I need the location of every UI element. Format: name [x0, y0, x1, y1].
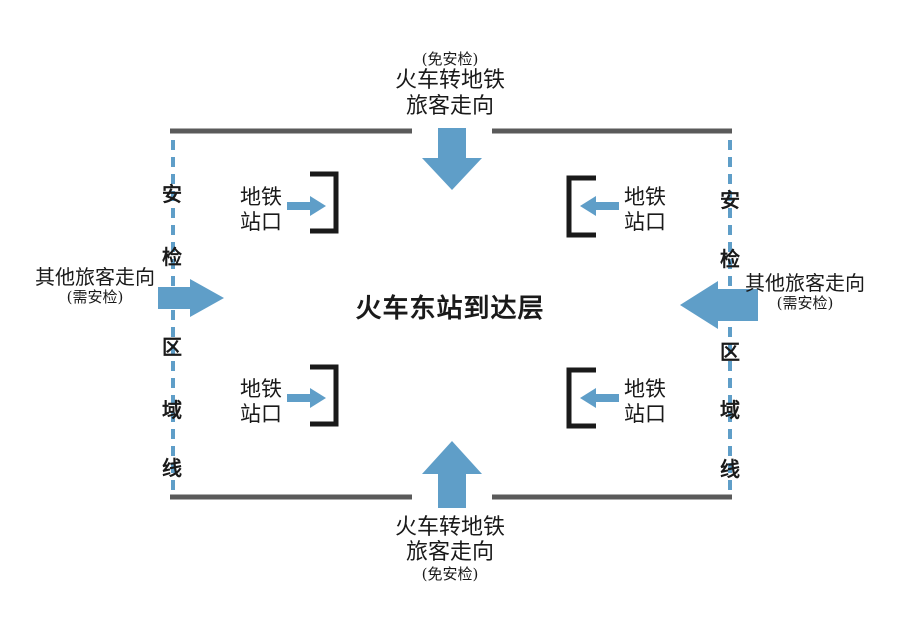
station-label-bottom-left: 地铁 站口 [236, 377, 286, 427]
right-security-char-1: 安 [720, 188, 740, 212]
station-label-line2: 站口 [240, 210, 282, 235]
right-entry-line1: 其他旅客走向 [745, 271, 865, 295]
left-security-char-3: 区 [162, 335, 182, 359]
bottom-entry-line1: 火车转地铁 [394, 515, 505, 540]
bottom-entry-line2: 旅客走向 [405, 540, 494, 566]
top-entry-line1: 火车转地铁 [394, 68, 505, 94]
station-label-line2: 站口 [624, 402, 666, 427]
station-arrow-top-right [580, 196, 619, 216]
left-entry-label: 其他旅客走向 (需安检) [30, 266, 160, 306]
right-security-char-5: 线 [720, 457, 740, 481]
bottom-entry-note: (免安检) [421, 564, 479, 583]
station-label-bottom-right: 地铁 站口 [620, 377, 670, 427]
bottom-entry-label: 火车转地铁 旅客走向 (免安检) [375, 515, 525, 583]
station-arrow-top-left [287, 196, 326, 216]
station-label-top-right: 地铁 站口 [620, 185, 670, 235]
top-entry-line2: 旅客走向 [405, 93, 494, 119]
right-security-char-2: 检 [720, 247, 740, 271]
station-arrow-bottom-right [580, 388, 619, 408]
right-security-char-3: 区 [720, 340, 740, 364]
station-label-top-left: 地铁 站口 [236, 185, 286, 235]
station-arrow-bottom-left [287, 388, 326, 408]
left-security-char-1: 安 [162, 182, 182, 206]
station-label-line1: 地铁 [624, 185, 666, 209]
left-security-char-4: 域 [162, 398, 182, 422]
left-security-char-5: 线 [162, 456, 182, 480]
station-bracket-bottom-right [566, 367, 596, 429]
top-arrow-down [422, 128, 482, 190]
bottom-arrow-up [422, 441, 482, 508]
left-entry-line1: 其他旅客走向 [35, 265, 155, 289]
right-security-char-4: 域 [720, 398, 740, 422]
right-entry-note: (需安检) [776, 294, 834, 312]
left-security-char-2: 检 [162, 245, 182, 269]
top-entry-note: (免安检) [421, 50, 479, 68]
left-arrow-right [158, 279, 224, 317]
diagram-title: 火车东站到达层 [355, 294, 545, 324]
top-entry-label: (免安检) 火车转地铁 旅客走向 [375, 50, 525, 119]
station-label-line2: 站口 [240, 402, 282, 427]
station-label-line2: 站口 [624, 210, 666, 235]
station-bracket-top-left [310, 171, 339, 234]
station-label-line1: 地铁 [240, 185, 282, 209]
left-entry-note: (需安检) [66, 288, 124, 306]
right-arrow-left [680, 281, 758, 329]
station-label-line1: 地铁 [240, 377, 282, 401]
right-entry-label: 其他旅客走向 (需安检) [740, 272, 870, 312]
station-label-line1: 地铁 [624, 377, 666, 401]
station-bracket-bottom-left [310, 364, 339, 427]
station-bracket-top-right [566, 175, 596, 238]
